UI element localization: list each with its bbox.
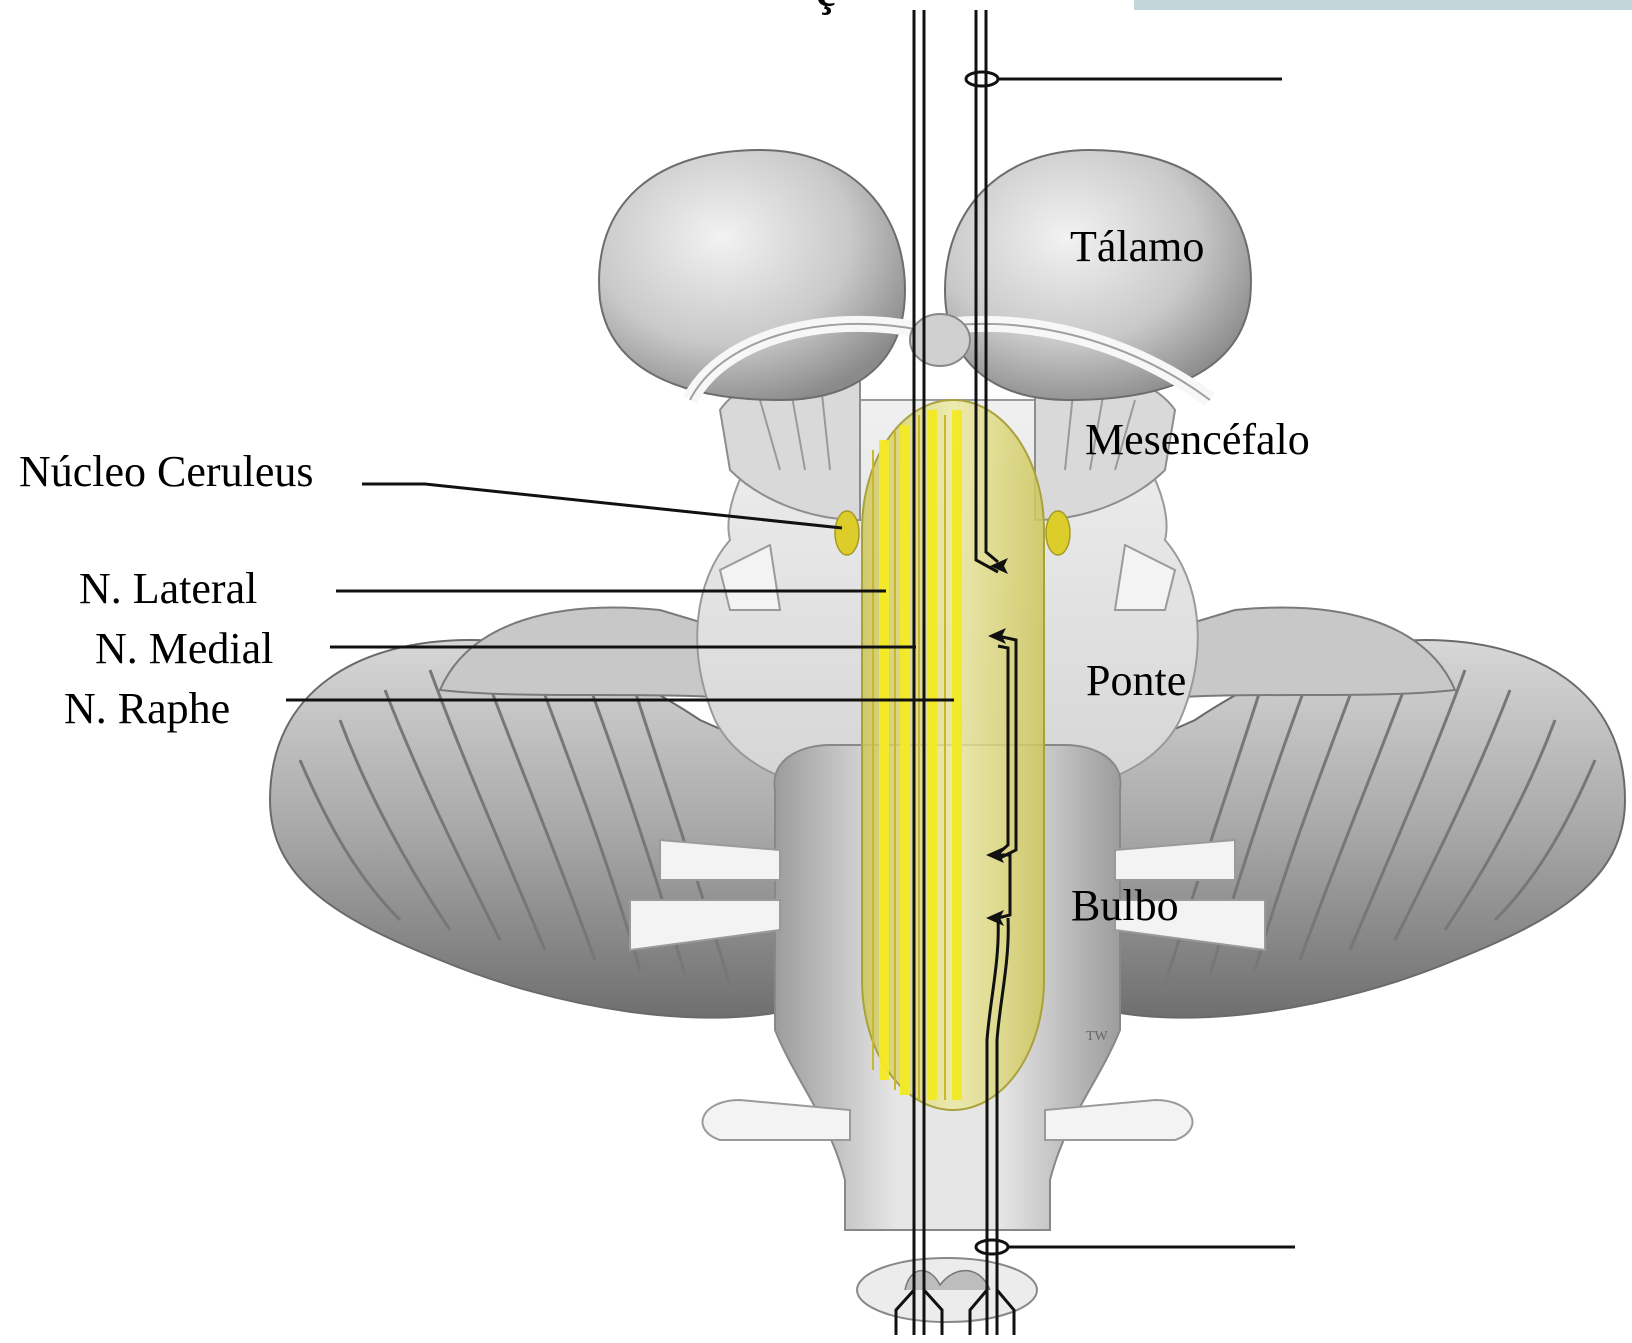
label-pons: Ponte [1086, 659, 1186, 703]
label-locus-ceruleus: Núcleo Ceruleus [19, 450, 313, 494]
reticular-formation [835, 400, 1070, 1110]
tract-ring-top [966, 72, 998, 86]
label-thalamus: Tálamo [1070, 225, 1204, 269]
label-nucleus-lateral: N. Lateral [79, 567, 257, 611]
artist-mark: TW [1086, 1029, 1109, 1044]
label-medulla: Bulbo [1071, 884, 1179, 928]
locus-ceruleus-left [835, 511, 859, 555]
label-nucleus-medial: N. Medial [95, 627, 273, 671]
label-midbrain: Mesencéfalo [1085, 418, 1310, 462]
tract-ring-bottom [976, 1240, 1008, 1254]
locus-ceruleus-right [1046, 511, 1070, 555]
label-nucleus-raphe: N. Raphe [64, 687, 230, 731]
